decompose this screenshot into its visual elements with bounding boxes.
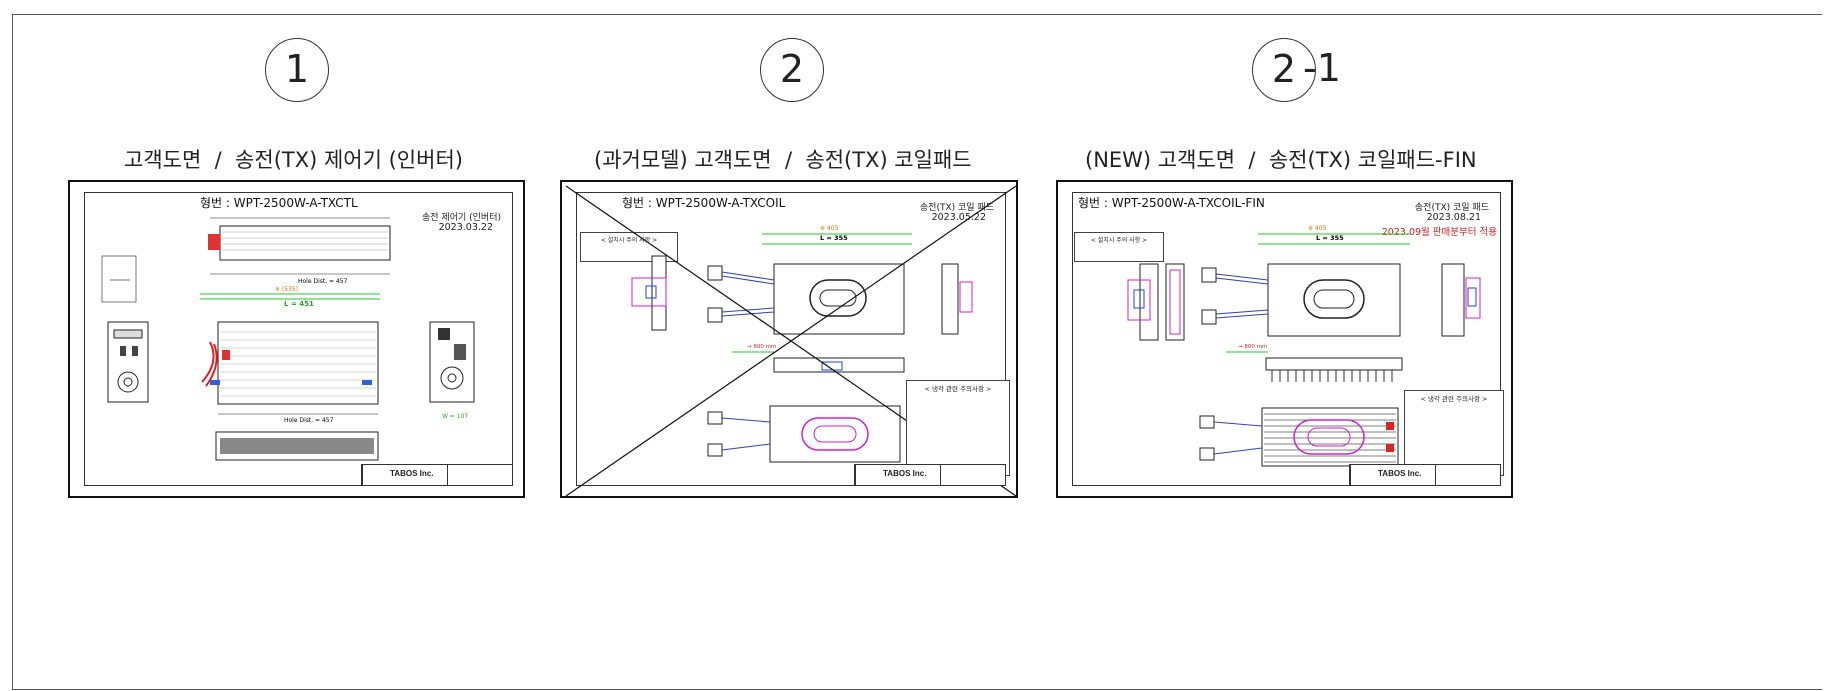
panel-1-number: 1	[265, 38, 329, 102]
svg-text:→ 800 mm: → 800 mm	[1238, 344, 1267, 350]
drawing-title: 송전(TX) 코일 패드	[1414, 203, 1489, 213]
panel-2-number: 2	[760, 38, 824, 102]
cooling-note: < 냉각 관련 주의사항 >	[906, 380, 1010, 476]
svg-text:※ 405: ※ 405	[820, 225, 839, 232]
drawing-title: 송전 제어기 (인버터)	[422, 213, 501, 223]
company-name: TABOS Inc.	[1378, 469, 1422, 478]
coil-pad-fin-drawing: L = 355 ※ 405 → 800 mm	[1127, 225, 1481, 467]
svg-text:L = 451: L = 451	[284, 300, 314, 308]
model-number: 형번 : WPT-2500W-A-TXCTL	[200, 196, 358, 210]
drawing-date: 2023.08.21	[1426, 212, 1481, 223]
svg-text:L = 355: L = 355	[1316, 234, 1344, 242]
svg-text:→ 800 mm: → 800 mm	[747, 344, 776, 350]
panel-1-caption: 고객도면 / 송전(TX) 제어기 (인버터)	[124, 148, 463, 172]
drawing-border	[1072, 192, 1501, 486]
svg-text:W = 107: W = 107	[442, 413, 468, 420]
title-block: TABOS Inc.	[1349, 464, 1501, 486]
panel-3-drawing[interactable]: 형번 : WPT-2500W-A-TXCOIL-FIN 송전(TX) 코일 패드…	[1056, 180, 1513, 498]
drawing-border	[576, 192, 1006, 486]
svg-text:※ 405: ※ 405	[1308, 225, 1327, 232]
drawing-date: 2023.05.22	[931, 212, 986, 223]
svg-text:Hole Dist. = 457: Hole Dist. = 457	[298, 278, 348, 285]
panel-3-number-suffix: -1	[1303, 46, 1341, 90]
drawing-title: 송전(TX) 코일 패드	[919, 203, 994, 213]
cooling-note: < 냉각 관련 주의사항 >	[1404, 390, 1504, 476]
panel-1-drawing[interactable]: 형번 : WPT-2500W-A-TXCTL 송전 제어기 (인버터) 2023…	[68, 180, 525, 498]
model-number: 형번 : WPT-2500W-A-TXCOIL-FIN	[1078, 196, 1265, 210]
title-block: TABOS Inc.	[854, 464, 1006, 486]
panel-3-number: 2	[1252, 38, 1316, 102]
model-number: 형번 : WPT-2500W-A-TXCOIL	[622, 196, 786, 210]
drawing-date: 2023.03.22	[438, 222, 493, 233]
company-name: TABOS Inc.	[883, 469, 927, 478]
svg-text:Hole Dist. = 457: Hole Dist. = 457	[284, 417, 334, 424]
svg-text:※ (535): ※ (535)	[275, 286, 298, 293]
inverter-drawing: ※ (535) Hol	[101, 217, 475, 461]
panel-2-caption: (과거모델) 고객도면 / 송전(TX) 코일패드	[594, 148, 972, 172]
outer-frame	[12, 14, 1822, 690]
panel-3-caption: (NEW) 고객도면 / 송전(TX) 코일패드-FIN	[1085, 148, 1477, 172]
title-block: TABOS Inc.	[361, 464, 513, 486]
install-note: < 설치시 주의 사항 >	[1074, 232, 1164, 262]
sales-notice: 2023.09월 판매분부터 적용	[1381, 227, 1497, 238]
panel-2-drawing[interactable]: 형번 : WPT-2500W-A-TXCOIL 송전(TX) 코일 패드 202…	[560, 180, 1018, 498]
svg-text:L = 355: L = 355	[820, 234, 848, 242]
drawing-border	[84, 192, 513, 486]
company-name: TABOS Inc.	[390, 469, 434, 478]
